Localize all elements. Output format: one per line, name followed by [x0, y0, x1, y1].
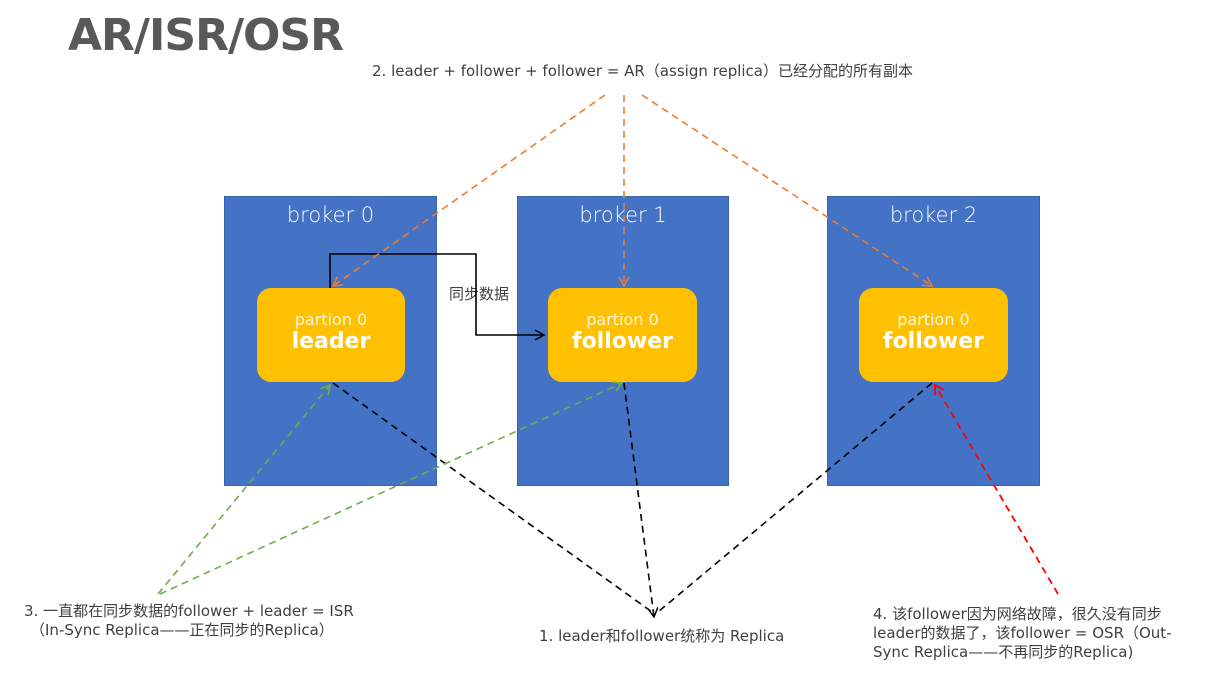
broker-label: broker 0 — [286, 203, 375, 227]
ar-arrow-broker2 — [641, 94, 934, 287]
isr-arrow-leader — [157, 383, 331, 595]
partition-role: leader — [291, 329, 371, 354]
page-title: AR/ISR/OSR — [68, 10, 344, 61]
osr-note-line2: leader的数据了，该follower = OSR（Out- — [873, 624, 1172, 642]
ar-arrow-broker0 — [331, 94, 606, 287]
isr-note: 3. 一直都在同步数据的follower + leader = ISR （In-… — [24, 602, 354, 640]
partition-name: partion 0 — [897, 310, 970, 329]
ar-note: 2. leader + follower + follower = AR（ass… — [372, 62, 913, 80]
replica-note: 1. leader和follower统称为 Replica — [539, 627, 785, 645]
partition-follower-1: partion 0 follower — [548, 288, 697, 382]
sync-data-label: 同步数据 — [449, 285, 510, 303]
isr-note-line2: （In-Sync Replica——正在同步的Replica） — [30, 621, 334, 639]
partition-role: follower — [883, 329, 984, 354]
osr-arrow — [934, 383, 1059, 595]
sync-arrow — [329, 253, 546, 341]
replica-line-follower2 — [657, 382, 933, 613]
partition-name: partion 0 — [586, 310, 659, 329]
osr-note-line3: Sync Replica——不再同步的Replica) — [873, 643, 1134, 661]
partition-follower-2: partion 0 follower — [859, 288, 1008, 382]
isr-note-line1: 3. 一直都在同步数据的follower + leader = ISR — [24, 602, 354, 620]
broker-label: broker 2 — [889, 203, 978, 227]
osr-note: 4. 该follower因为网络故障，很久没有同步 leader的数据了，该fo… — [873, 605, 1172, 662]
osr-note-line1: 4. 该follower因为网络故障，很久没有同步 — [873, 605, 1162, 623]
broker-label: broker 1 — [579, 203, 667, 227]
replica-line-follower1 — [623, 382, 659, 619]
partition-leader: partion 0 leader — [257, 288, 405, 382]
partition-name: partion 0 — [294, 310, 368, 329]
replica-line-leader — [332, 382, 653, 613]
partition-role: follower — [572, 329, 673, 354]
isr-arrow-follower1 — [159, 381, 624, 595]
